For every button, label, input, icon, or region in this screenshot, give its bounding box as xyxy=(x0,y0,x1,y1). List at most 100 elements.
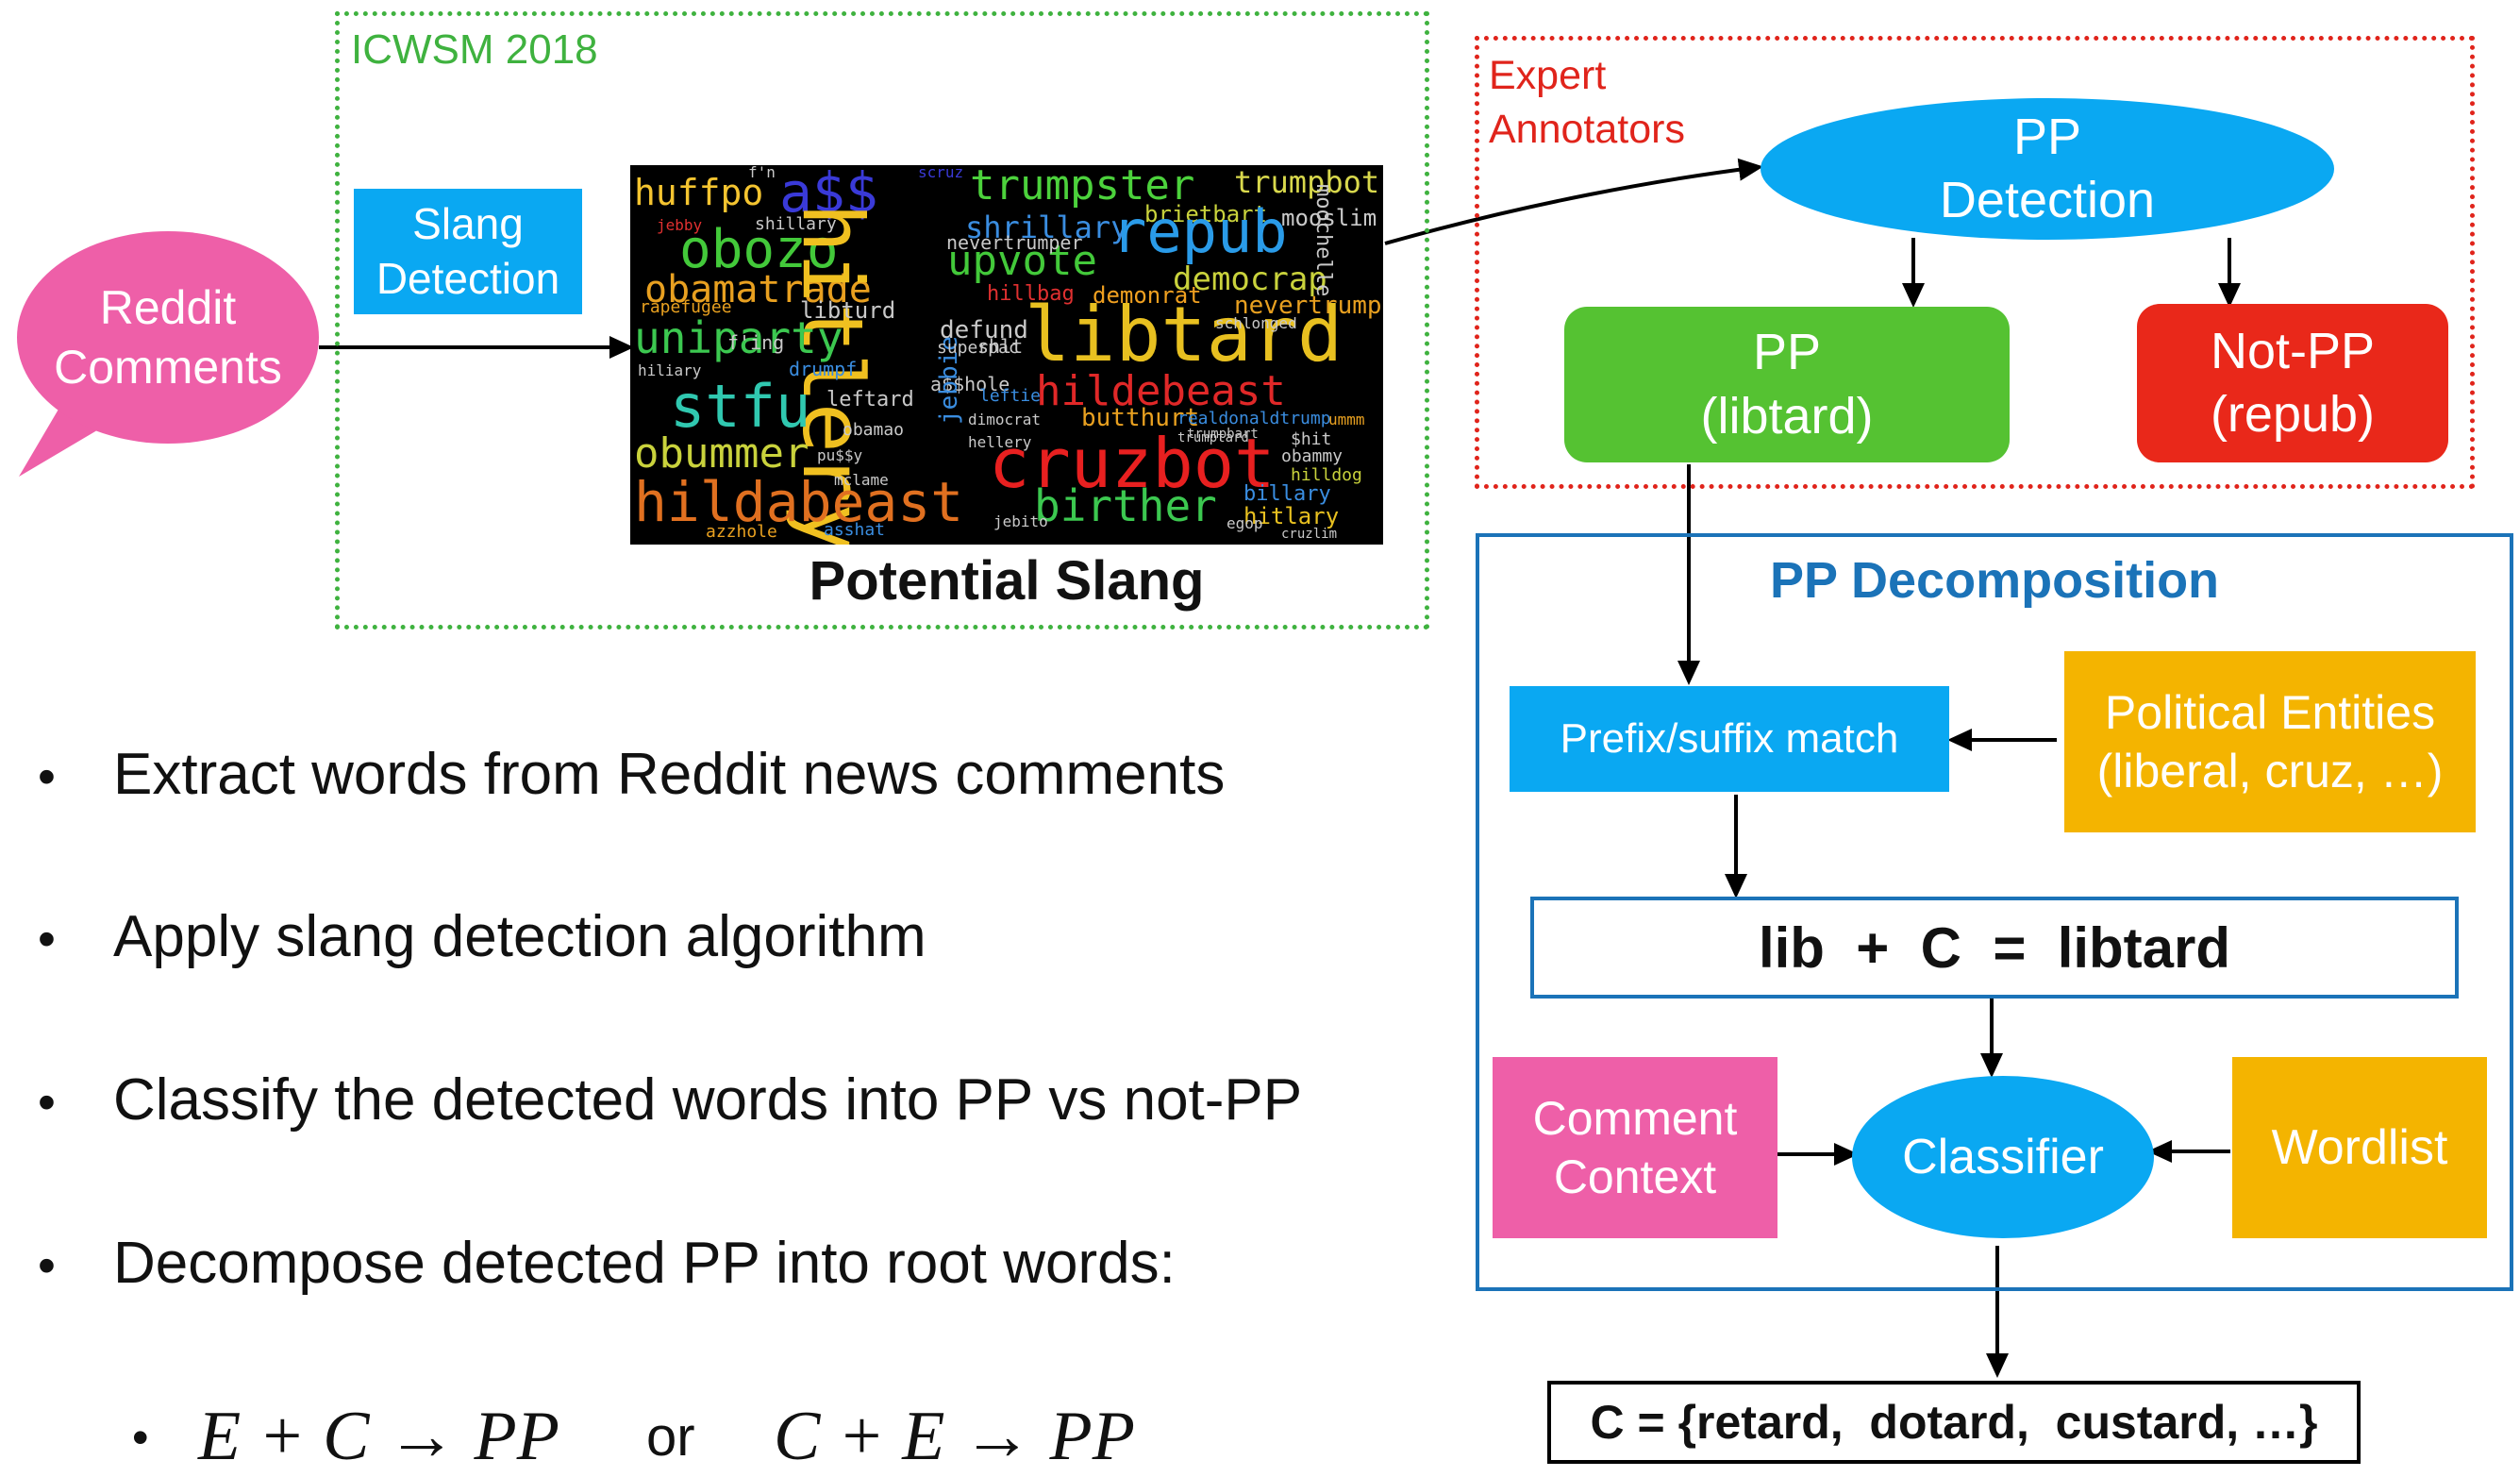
wordcloud-word: realdonaldtrump xyxy=(1177,409,1331,428)
wordcloud-word: upvote xyxy=(947,237,1097,285)
classifier-ellipse: Classifier xyxy=(1852,1076,2154,1238)
expert-annotators-label: Expert Annotators xyxy=(1489,49,1685,157)
expert-line2: Annotators xyxy=(1489,106,1685,152)
wordcloud-word: nevertrumper xyxy=(946,231,1083,254)
pp-detection-ellipse: PP Detection xyxy=(1761,98,2334,240)
wordcloud-word: superpac xyxy=(937,338,1019,358)
expert-line1: Expert xyxy=(1489,53,1607,98)
slang-line2: Detection xyxy=(375,253,560,303)
c-set-box: C = {retard, dotard, custard, …} xyxy=(1547,1381,2361,1464)
wordcloud-word: mclame xyxy=(834,471,889,489)
wordcloud-word: $hit xyxy=(1291,429,1332,449)
bullet-text-4: Decompose detected PP into root words: xyxy=(113,1231,1176,1296)
entities-line2: (liberal, cruz, …) xyxy=(2096,745,2444,797)
wordcloud-word: hildabeast xyxy=(634,470,964,534)
bullet-item-1: •Extract words from Reddit news comments xyxy=(38,746,1225,804)
context-line2: Context xyxy=(1553,1150,1717,1203)
not-pp-line1: Not-PP xyxy=(2210,322,2376,379)
wordcloud-word: trumpbart xyxy=(1187,427,1259,442)
wordcloud-word: scruz xyxy=(918,165,964,181)
wordcloud-word: obammy xyxy=(1281,446,1343,466)
wordlist-box: Wordlist xyxy=(2232,1057,2487,1238)
wordcloud-word: moochelle xyxy=(1311,184,1335,297)
bullet-dot: • xyxy=(38,911,56,967)
wordcloud-word: f'n xyxy=(748,165,776,181)
reddit-line2: Comments xyxy=(54,340,282,394)
prefix-suffix-box: Prefix/suffix match xyxy=(1510,686,1949,792)
wordcloud-word: defund xyxy=(940,316,1028,344)
pp-line1: PP xyxy=(1752,324,1822,380)
bullet-text-1: Extract words from Reddit news comments xyxy=(113,742,1226,807)
wordcloud-word: billary xyxy=(1243,482,1331,506)
wordcloud-word: hitlary xyxy=(1243,503,1340,529)
wordcloud-word: trumpbot xyxy=(1234,165,1380,200)
wordcloud-word: rapefugee xyxy=(640,297,732,317)
wordcloud-word: nevertrump xyxy=(1234,292,1382,320)
potential-slang-caption: Potential Slang xyxy=(809,549,1205,612)
context-line1: Comment xyxy=(1532,1091,1738,1145)
bullet-text-3: Classify the detected words into PP vs n… xyxy=(113,1067,1303,1133)
wordcloud-word: schlonged xyxy=(1215,314,1297,332)
conference-label: ICWSM 2018 xyxy=(351,26,598,73)
wordcloud-word: obozo xyxy=(679,219,839,280)
bullet-item-3: •Classify the detected words into PP vs … xyxy=(38,1071,1302,1130)
wordcloud-word: hilldog xyxy=(1291,465,1362,485)
pp-detection-line2: Detection xyxy=(1939,172,2156,228)
wordcloud-word: egop xyxy=(1227,514,1263,532)
bullet-text-2: Apply slang detection algorithm xyxy=(113,904,926,969)
reddit-comments-bubble: Reddit Comments xyxy=(17,231,319,444)
slang-detection-box: Slang Detection xyxy=(354,189,582,314)
wordcloud-image: huffpo a$$ trumpster trumpbot obozo shrillary… xyxy=(630,165,1383,545)
wordcloud-word: brietbart xyxy=(1144,201,1268,227)
pp-line2: (libtard) xyxy=(1700,387,1874,445)
wordcloud-word: a$$ xyxy=(779,165,878,225)
pp-box: PP (libtard) xyxy=(1564,307,2010,462)
wordcloud-word: trumpster xyxy=(970,165,1195,210)
sub-bullet-dot: • xyxy=(132,1410,149,1464)
math-or: or xyxy=(646,1406,695,1468)
pp-decomposition-group xyxy=(1476,533,2513,1291)
icwsm-group xyxy=(335,11,1429,629)
wordcloud-word: hillbag xyxy=(987,282,1075,306)
wordcloud-word: hildebeast xyxy=(1036,367,1286,415)
wordcloud-word: drumpf xyxy=(789,358,858,380)
slang-line1: Slang xyxy=(412,199,524,248)
reddit-line1: Reddit xyxy=(99,281,237,334)
wordcloud-word: shrillary xyxy=(965,210,1129,245)
wordcloud-word: jebito xyxy=(993,512,1048,530)
wordcloud-word: asshat xyxy=(824,520,886,540)
wordcloud-word: shlt xyxy=(977,335,1024,358)
wordcloud-word: libtard xyxy=(1025,291,1343,378)
wordcloud-word: leftard xyxy=(826,388,914,411)
wordcloud-word: jebby xyxy=(657,216,703,234)
wordcloud-word: stfu xyxy=(670,372,811,441)
wordcloud-word: hellery xyxy=(968,433,1032,451)
bullet-item-4: •Decompose detected PP into root words: xyxy=(38,1234,1176,1293)
pp-decomposition-title: PP Decomposition xyxy=(1769,552,2220,609)
comment-context-box: Comment Context xyxy=(1493,1057,1777,1238)
wordcloud-word: obamao xyxy=(843,420,905,440)
arrow-cloud-to-detection xyxy=(1384,158,1763,245)
bullet-item-2: •Apply slang detection algorithm xyxy=(38,908,926,966)
entities-line1: Political Entities xyxy=(2104,685,2436,739)
wordcloud-word: libturd xyxy=(800,297,896,324)
wordcloud-word: birther xyxy=(1034,480,1217,531)
wordcloud-word: leftie xyxy=(979,386,1042,406)
equation-box: lib + C = libtard xyxy=(1530,897,2459,999)
political-entities-box: Political Entities (liberal, cruz, …) xyxy=(2064,651,2476,832)
wordcloud-word: uniparty xyxy=(634,312,843,363)
expert-annotators-group xyxy=(1475,36,2475,489)
bullet-dot: • xyxy=(38,748,56,805)
wordcloud-word: mooslim xyxy=(1281,205,1377,231)
wordcloud-word: obamatrade xyxy=(644,268,872,311)
wordcloud-word: obummer xyxy=(634,429,809,478)
wordcloud-word: ummm xyxy=(1328,411,1365,428)
wordcloud-word: democrap xyxy=(1173,260,1327,298)
wordcloud-word: butthurt xyxy=(1081,404,1200,432)
wordcloud-word: pu$$y xyxy=(817,446,863,464)
wordcloud-word: demonrat xyxy=(1093,282,1202,309)
wordcloud-word: huffpo xyxy=(634,172,764,213)
wordcloud-word: azzhole xyxy=(706,522,777,542)
not-pp-line2: (repub) xyxy=(2210,386,2376,443)
